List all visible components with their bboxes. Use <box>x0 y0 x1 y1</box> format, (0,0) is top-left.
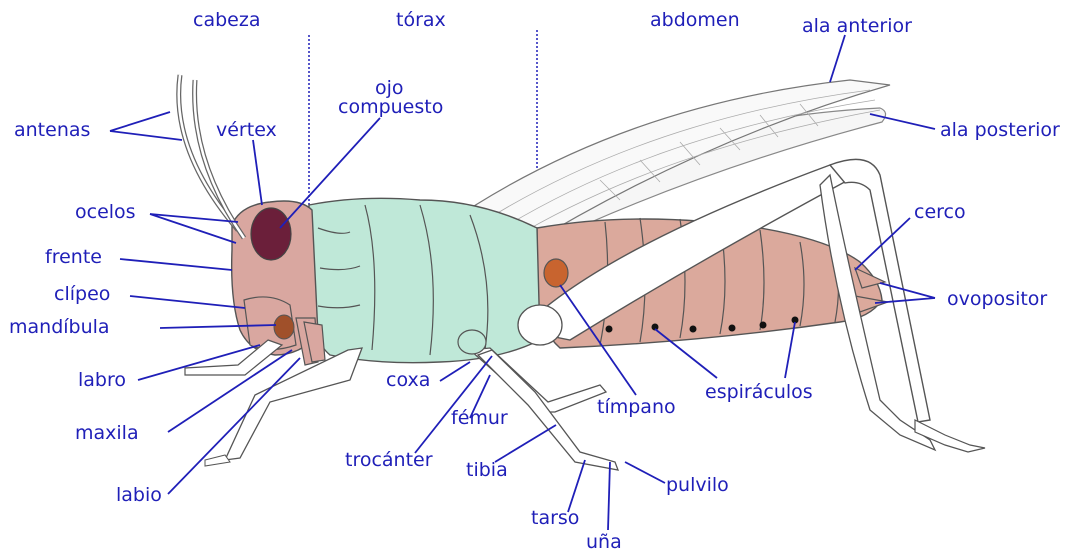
label-abdomen-region: abdomen <box>650 11 740 30</box>
label-cercus: cerco <box>914 203 966 222</box>
label-tarsus: tarso <box>531 509 579 528</box>
label-ocelli: ocelos <box>75 203 136 222</box>
label-tympanum: tímpano <box>597 398 676 417</box>
label-ovipositor: ovopositor <box>947 290 1047 309</box>
label-spiracles: espiráculos <box>705 383 813 402</box>
label-femur: fémur <box>451 409 508 428</box>
antenna-right <box>195 80 244 238</box>
label-vertex: vértex <box>216 121 277 140</box>
label-antennae: antenas <box>14 121 90 140</box>
label-thorax-region: tórax <box>396 11 446 30</box>
label-coxa: coxa <box>386 371 430 390</box>
label-front: frente <box>45 248 102 267</box>
middle-coxa <box>458 330 486 354</box>
tympanum <box>544 259 568 287</box>
label-trochanter: trocánter <box>345 451 433 470</box>
hind-coxa <box>518 305 562 345</box>
label-labium: labio <box>116 486 162 505</box>
front-leg-2 <box>185 340 282 375</box>
label-compound-eye-line2: compuesto <box>338 98 443 117</box>
label-pulvillus: pulvilo <box>666 476 729 495</box>
hind-tarsus <box>915 420 985 452</box>
label-labrum: labro <box>78 371 126 390</box>
label-clypeus: clípeo <box>54 285 110 304</box>
label-forewing: ala anterior <box>802 17 912 36</box>
compound-eye <box>251 208 291 260</box>
mouthparts-palps <box>296 318 325 365</box>
label-head-region: cabeza <box>193 11 260 30</box>
mandible-shape <box>274 315 294 339</box>
label-claw: uña <box>586 533 622 552</box>
label-tibia: tibia <box>466 461 508 480</box>
antenna-left <box>179 75 238 230</box>
label-maxilla: maxila <box>75 424 139 443</box>
label-mandible: mandíbula <box>9 318 110 337</box>
label-hindwing: ala posterior <box>940 121 1060 140</box>
